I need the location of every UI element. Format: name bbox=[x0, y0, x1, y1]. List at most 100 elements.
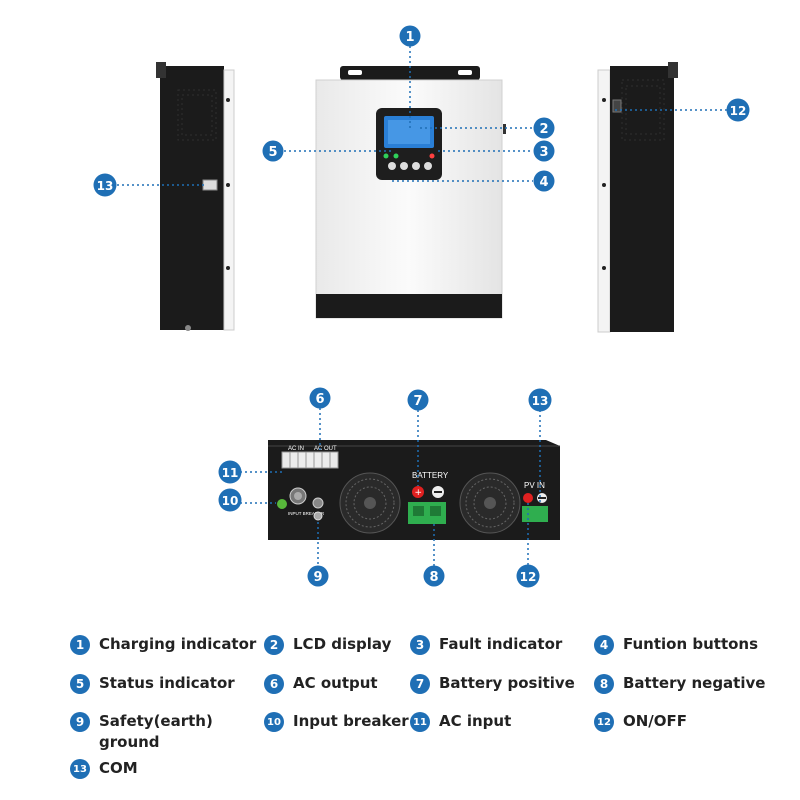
left-side-view bbox=[156, 62, 235, 331]
legend-item-4: 4 Funtion buttons bbox=[594, 634, 758, 655]
legend-number: 8 bbox=[594, 674, 614, 694]
callout-6-label: 6 bbox=[315, 392, 324, 407]
fan-right bbox=[459, 472, 521, 534]
legend-item-3: 3 Fault indicator bbox=[410, 634, 562, 655]
legend-label: COM bbox=[99, 759, 138, 777]
pv-in-label: PV IN bbox=[524, 481, 545, 490]
legend-label: Funtion buttons bbox=[623, 635, 759, 653]
legend-label: AC input bbox=[439, 712, 512, 730]
input-breaker-label: INPUT BREAKER bbox=[288, 511, 325, 516]
leader-lines bbox=[117, 46, 727, 566]
callout-2: 2 bbox=[533, 117, 555, 139]
legend-number: 4 bbox=[594, 635, 614, 655]
callout-7: 7 bbox=[407, 389, 429, 411]
callout-5: 5 bbox=[262, 140, 284, 162]
legend-item-12: 12 ON/OFF bbox=[594, 711, 687, 732]
legend-item-11: 11 AC input bbox=[410, 711, 511, 732]
legend-number: 1 bbox=[70, 635, 90, 655]
callout-5-label: 5 bbox=[268, 145, 277, 160]
fan-left bbox=[339, 472, 401, 534]
legend-item-13: 13 COM bbox=[70, 758, 138, 779]
legend-number: 10 bbox=[264, 712, 284, 732]
function-button-3 bbox=[412, 162, 420, 170]
callout-9: 9 bbox=[307, 565, 329, 587]
legend-number: 13 bbox=[70, 759, 90, 779]
callout-12-side: 12 bbox=[726, 98, 750, 122]
legend-label: Status indicator bbox=[99, 674, 235, 692]
callout-10: 10 bbox=[218, 488, 242, 512]
right-side-front-edge bbox=[597, 69, 611, 333]
legend-label: Safety(earth) ground bbox=[99, 712, 213, 751]
legend-label: Battery positive bbox=[439, 674, 575, 692]
bottom-view: AC IN AC OUT INPUT BREAKER BATTERY + bbox=[268, 440, 560, 540]
pv-positive-symbol bbox=[523, 493, 533, 503]
right-side-view bbox=[597, 62, 678, 333]
legend-item-1: 1 Charging indicator bbox=[70, 634, 256, 655]
function-button-4 bbox=[424, 162, 432, 170]
legend-number: 12 bbox=[594, 712, 614, 732]
legend-item-5: 5 Status indicator bbox=[70, 673, 235, 694]
callout-4-label: 4 bbox=[539, 175, 548, 190]
left-side-body bbox=[160, 66, 224, 330]
callout-9-label: 9 bbox=[313, 570, 322, 585]
callout-1-label: 1 bbox=[405, 30, 414, 45]
left-side-front-edge bbox=[223, 69, 235, 331]
callout-7-label: 7 bbox=[413, 394, 422, 409]
legend-number: 7 bbox=[410, 674, 430, 694]
com-port bbox=[202, 179, 218, 191]
charging-led bbox=[383, 153, 389, 159]
callout-13-bottom-label: 13 bbox=[532, 394, 549, 408]
callout-8: 8 bbox=[423, 565, 445, 587]
legend-item-6: 6 AC output bbox=[264, 673, 378, 694]
legend-item-2: 2 LCD display bbox=[264, 634, 391, 655]
battery-positive-symbol bbox=[412, 486, 424, 498]
front-base bbox=[316, 294, 502, 318]
legend-label: Input breaker bbox=[293, 712, 409, 730]
legend-number: 5 bbox=[70, 674, 90, 694]
left-side-bracket bbox=[156, 62, 166, 78]
legend-item-7: 7 Battery positive bbox=[410, 673, 575, 694]
legend-label: Charging indicator bbox=[99, 635, 257, 653]
legend-number: 3 bbox=[410, 635, 430, 655]
callout-12-bottom: 12 bbox=[516, 564, 540, 588]
function-button-2 bbox=[400, 162, 408, 170]
callout-12-bottom-label: 12 bbox=[520, 570, 537, 584]
callout-13-side: 13 bbox=[93, 173, 117, 197]
callout-12-side-label: 12 bbox=[730, 104, 747, 118]
legend-number: 6 bbox=[264, 674, 284, 694]
legend-number: 2 bbox=[264, 635, 284, 655]
front-view bbox=[315, 66, 506, 319]
callout-3-label: 3 bbox=[539, 145, 548, 160]
callout-11: 11 bbox=[218, 460, 242, 484]
power-switch bbox=[612, 99, 622, 113]
legend-label: Battery negative bbox=[623, 674, 766, 692]
legend-item-10: 10 Input breaker bbox=[264, 711, 409, 732]
function-button-1 bbox=[388, 162, 396, 170]
callout-6: 6 bbox=[309, 387, 331, 409]
status-led bbox=[393, 153, 399, 159]
callout-1: 1 bbox=[399, 25, 421, 47]
legend-item-9: 9 Safety(earth) ground bbox=[70, 711, 213, 753]
callout-11-label: 11 bbox=[222, 466, 239, 480]
callout-13-bottom: 13 bbox=[528, 388, 552, 412]
legend-item-8: 8 Battery negative bbox=[594, 673, 765, 694]
legend-label: ON/OFF bbox=[623, 712, 688, 730]
right-side-bracket bbox=[668, 62, 678, 78]
earth-ground-symbol bbox=[312, 497, 324, 509]
earth-ground-screw bbox=[313, 511, 323, 521]
legend-label: Fault indicator bbox=[439, 635, 563, 653]
ac-in-label: AC IN bbox=[288, 446, 304, 452]
battery-label: BATTERY bbox=[412, 471, 449, 480]
pv-terminal bbox=[522, 506, 548, 522]
callout-4: 4 bbox=[533, 170, 555, 192]
callout-13-side-label: 13 bbox=[97, 179, 114, 193]
callout-8-label: 8 bbox=[429, 570, 438, 585]
ac-terminal-block bbox=[281, 451, 339, 469]
legend-label: LCD display bbox=[293, 635, 392, 653]
callout-badges: 1 2 3 4 5 13 12 6 bbox=[93, 25, 750, 588]
plus-glyph: + bbox=[415, 488, 423, 498]
fault-led bbox=[429, 153, 435, 159]
legend-number: 9 bbox=[70, 712, 90, 732]
ac-out-label: AC OUT bbox=[314, 446, 337, 452]
